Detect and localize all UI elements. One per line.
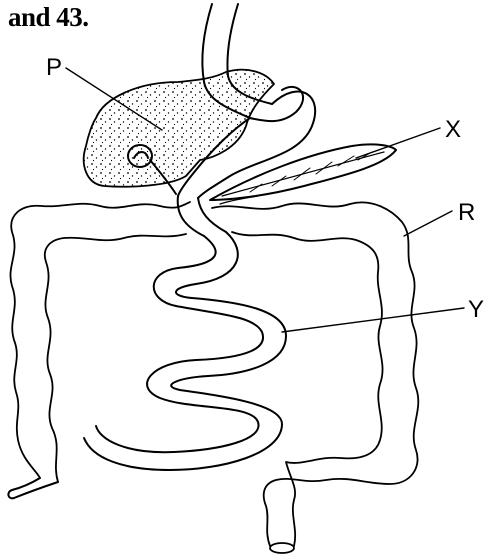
appendix [8, 478, 58, 498]
leader-line-r [404, 211, 452, 236]
duodenum [178, 196, 226, 236]
question-caption: and 43. [8, 2, 89, 33]
label-r: R [458, 199, 475, 227]
leader-line-y [282, 308, 464, 332]
label-y: Y [468, 296, 484, 324]
label-x: X [445, 116, 461, 144]
leader-line-x [356, 128, 440, 158]
small-intestine [84, 232, 286, 470]
label-p: P [46, 54, 62, 82]
